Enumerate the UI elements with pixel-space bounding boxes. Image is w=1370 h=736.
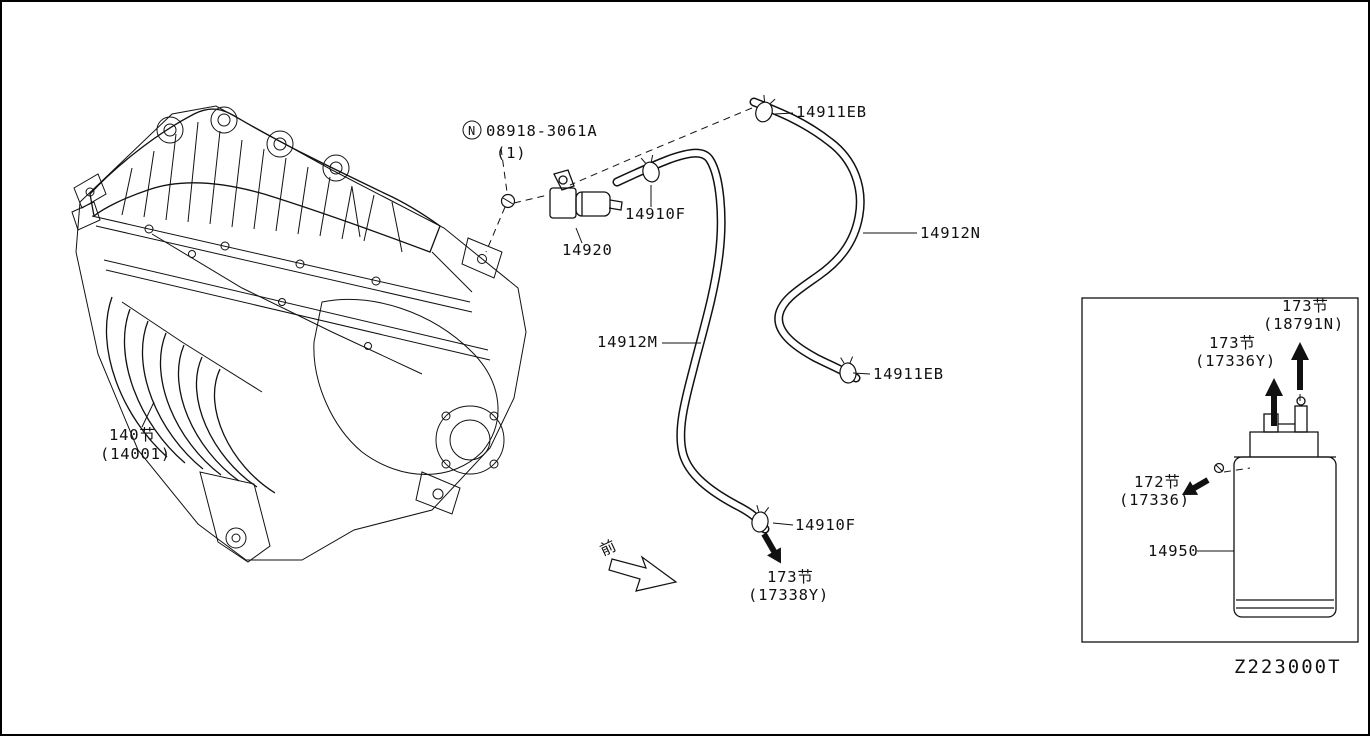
label-14911eb-mid: 14911EB	[873, 365, 944, 383]
canister-screw	[1213, 462, 1251, 474]
runner-ribs	[121, 121, 375, 242]
surge-tank	[313, 299, 499, 475]
label-14911eb-upper: 14911EB	[796, 103, 867, 121]
label-sec-17336y-line1: 173节	[1209, 334, 1256, 352]
plenum-ribs	[105, 296, 276, 494]
intake-manifold-illustration	[71, 105, 527, 563]
clamp-14910f-lower	[751, 505, 770, 533]
purge-valve-illustration	[549, 169, 623, 219]
leader-lines	[141, 112, 1234, 552]
label-sec-140-line2: (14001)	[100, 445, 171, 463]
label-sec-140-line1: 140节	[109, 426, 156, 444]
assembly-dashed-lines	[485, 107, 753, 253]
label-14912m: 14912M	[597, 333, 658, 351]
valve-mount-bracket	[461, 237, 503, 279]
cam-cover	[89, 108, 441, 253]
diagram-code: Z223000T	[1234, 656, 1342, 678]
bolt-illustration	[500, 193, 516, 209]
label-14910f-lower: 14910F	[795, 516, 856, 534]
section-arrow-17336	[1182, 477, 1210, 495]
label-sec-17336y-line2: (17336Y)	[1195, 352, 1276, 370]
clamp-14910f-upper	[640, 154, 660, 183]
label-sec-18791-line1: 173节	[1282, 297, 1329, 315]
label-sec-17336-line2: (17336)	[1119, 491, 1190, 509]
label-bolt-qty: (1)	[496, 144, 526, 162]
label-14920: 14920	[562, 241, 613, 259]
canister-illustration	[1233, 396, 1337, 618]
canister-panel-border	[1081, 297, 1359, 643]
label-14910f-upper: 14910F	[625, 205, 686, 223]
clamp-14911eb-mid	[839, 356, 857, 384]
label-sec-18791-line2: (18791N)	[1263, 315, 1344, 333]
label-sec-17338-line1: 173节	[767, 568, 814, 586]
support-leg	[199, 471, 271, 563]
hose-14912n	[749, 97, 865, 383]
bolt-symbol-circle	[462, 120, 482, 140]
fuel-rail	[91, 215, 473, 313]
front-marker-label: 前	[597, 536, 619, 559]
casting-detail	[71, 173, 473, 393]
section-arrow-18791	[1291, 342, 1309, 390]
clamp-14911eb-upper	[755, 94, 776, 123]
section-arrow-17336y	[1265, 378, 1283, 426]
label-14912n: 14912N	[920, 224, 981, 242]
label-sec-17338-line2: (17338Y)	[748, 586, 829, 604]
label-bolt-number: 08918-3061A	[486, 122, 597, 140]
intake-ports	[156, 106, 350, 182]
label-14950: 14950	[1148, 542, 1199, 560]
section-arrow-17338	[761, 532, 781, 564]
throttle-flange	[435, 405, 505, 475]
lower-bracket	[415, 471, 461, 515]
front-arrow	[608, 555, 678, 592]
manifold-silhouette	[75, 105, 527, 561]
hose-14912m	[612, 148, 770, 534]
bolt-symbol: N	[468, 124, 476, 138]
label-sec-17336-line1: 172节	[1134, 473, 1181, 491]
